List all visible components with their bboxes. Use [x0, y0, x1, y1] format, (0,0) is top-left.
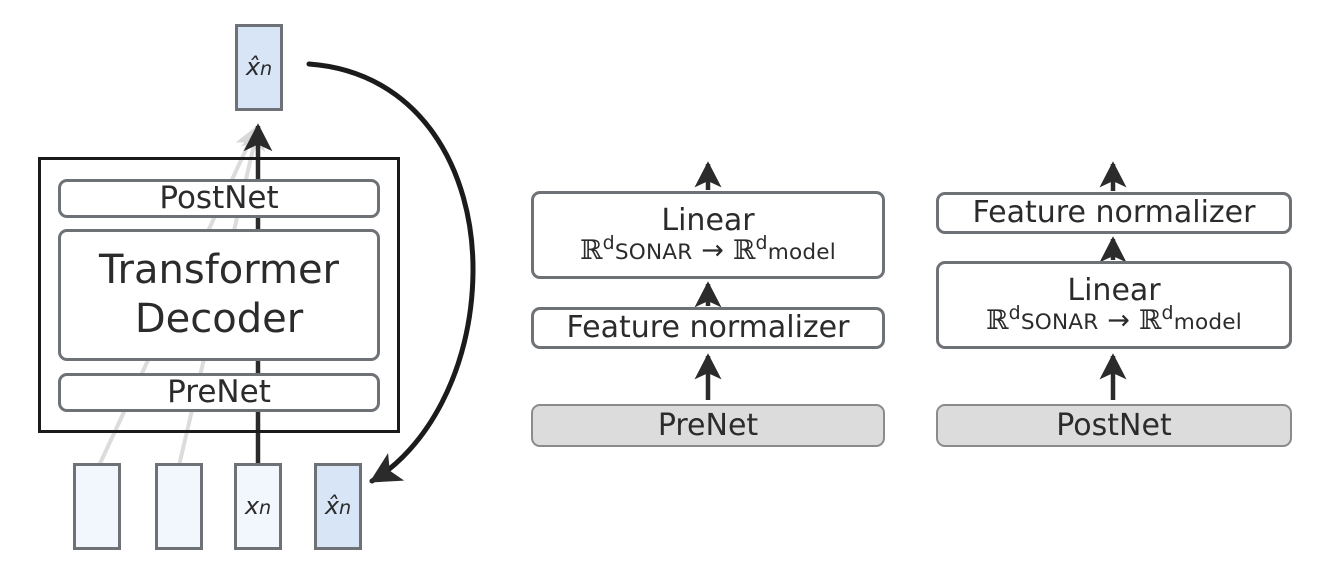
superscript-d-to: d — [1161, 302, 1174, 325]
postnet-gray-block[interactable]: PostNet — [936, 404, 1292, 447]
block-postnet[interactable]: PostNet — [58, 179, 380, 218]
input-token-x-n-label: xn — [244, 491, 272, 520]
block-prenet[interactable]: PreNet — [58, 373, 380, 412]
postnet-gray-block-label: PostNet — [1056, 407, 1172, 443]
block-transformer-label-line2: Decoder — [134, 296, 304, 342]
input-token-x-hat-n-label: x̂n — [324, 491, 352, 520]
input-token-1[interactable] — [73, 463, 121, 550]
blackboard-R-to: ℝ — [1138, 305, 1162, 337]
prenet-gray-block-label: PreNet — [657, 407, 759, 443]
superscript-d-from: d — [602, 232, 615, 255]
output-token-x-hat-n[interactable]: x̂n — [235, 24, 283, 111]
output-token-label: x̂n — [245, 52, 273, 81]
prenet-feature-normalizer-label: Feature normalizer — [566, 310, 850, 346]
postnet-linear-title: Linear — [1067, 272, 1161, 308]
x-hat-glyph: x̂ — [245, 52, 261, 81]
blackboard-R-from: ℝ — [580, 235, 603, 267]
prenet-linear-block[interactable]: Linear ℝdSONAR → ℝdmodel — [531, 191, 885, 279]
superscript-d-from: d — [1008, 302, 1021, 325]
transformer-decoder-frame — [38, 157, 400, 433]
block-prenet-label: PreNet — [167, 374, 271, 411]
block-transformer-decoder[interactable]: Transformer Decoder — [58, 229, 380, 361]
prenet-feature-normalizer-block[interactable]: Feature normalizer — [531, 307, 885, 349]
prenet-linear-mapping: ℝdSONAR → ℝdmodel — [580, 234, 836, 267]
input-token-x-hat-n[interactable]: x̂n — [314, 463, 362, 550]
prenet-linear-title: Linear — [661, 202, 755, 238]
prenet-linear-content: Linear ℝdSONAR → ℝdmodel — [534, 205, 882, 266]
blackboard-R-from: ℝ — [986, 305, 1009, 337]
blackboard-R-to: ℝ — [732, 235, 756, 267]
postnet-feature-normalizer-block[interactable]: Feature normalizer — [936, 192, 1292, 234]
subscript-sonar: SONAR — [614, 240, 693, 266]
subscript-model: model — [1173, 310, 1242, 336]
superscript-d-to: d — [755, 232, 768, 255]
postnet-linear-mapping: ℝdSONAR → ℝdmodel — [986, 304, 1242, 337]
block-transformer-label-line1: Transformer — [98, 247, 340, 294]
postnet-linear-block[interactable]: Linear ℝdSONAR → ℝdmodel — [936, 261, 1292, 349]
block-postnet-label: PostNet — [159, 180, 279, 217]
postnet-linear-content: Linear ℝdSONAR → ℝdmodel — [939, 275, 1289, 336]
subscript-model: model — [767, 240, 836, 266]
mapping-arrow-icon: → — [701, 235, 725, 267]
input-token-2[interactable] — [155, 463, 203, 550]
input-token-x-n[interactable]: xn — [234, 463, 282, 550]
prenet-gray-block[interactable]: PreNet — [531, 404, 885, 447]
autoregressive-feedback-arrow — [306, 61, 476, 484]
mapping-arrow-icon: → — [1107, 305, 1131, 337]
subscript-sonar: SONAR — [1020, 310, 1099, 336]
postnet-feature-normalizer-label: Feature normalizer — [972, 195, 1256, 231]
